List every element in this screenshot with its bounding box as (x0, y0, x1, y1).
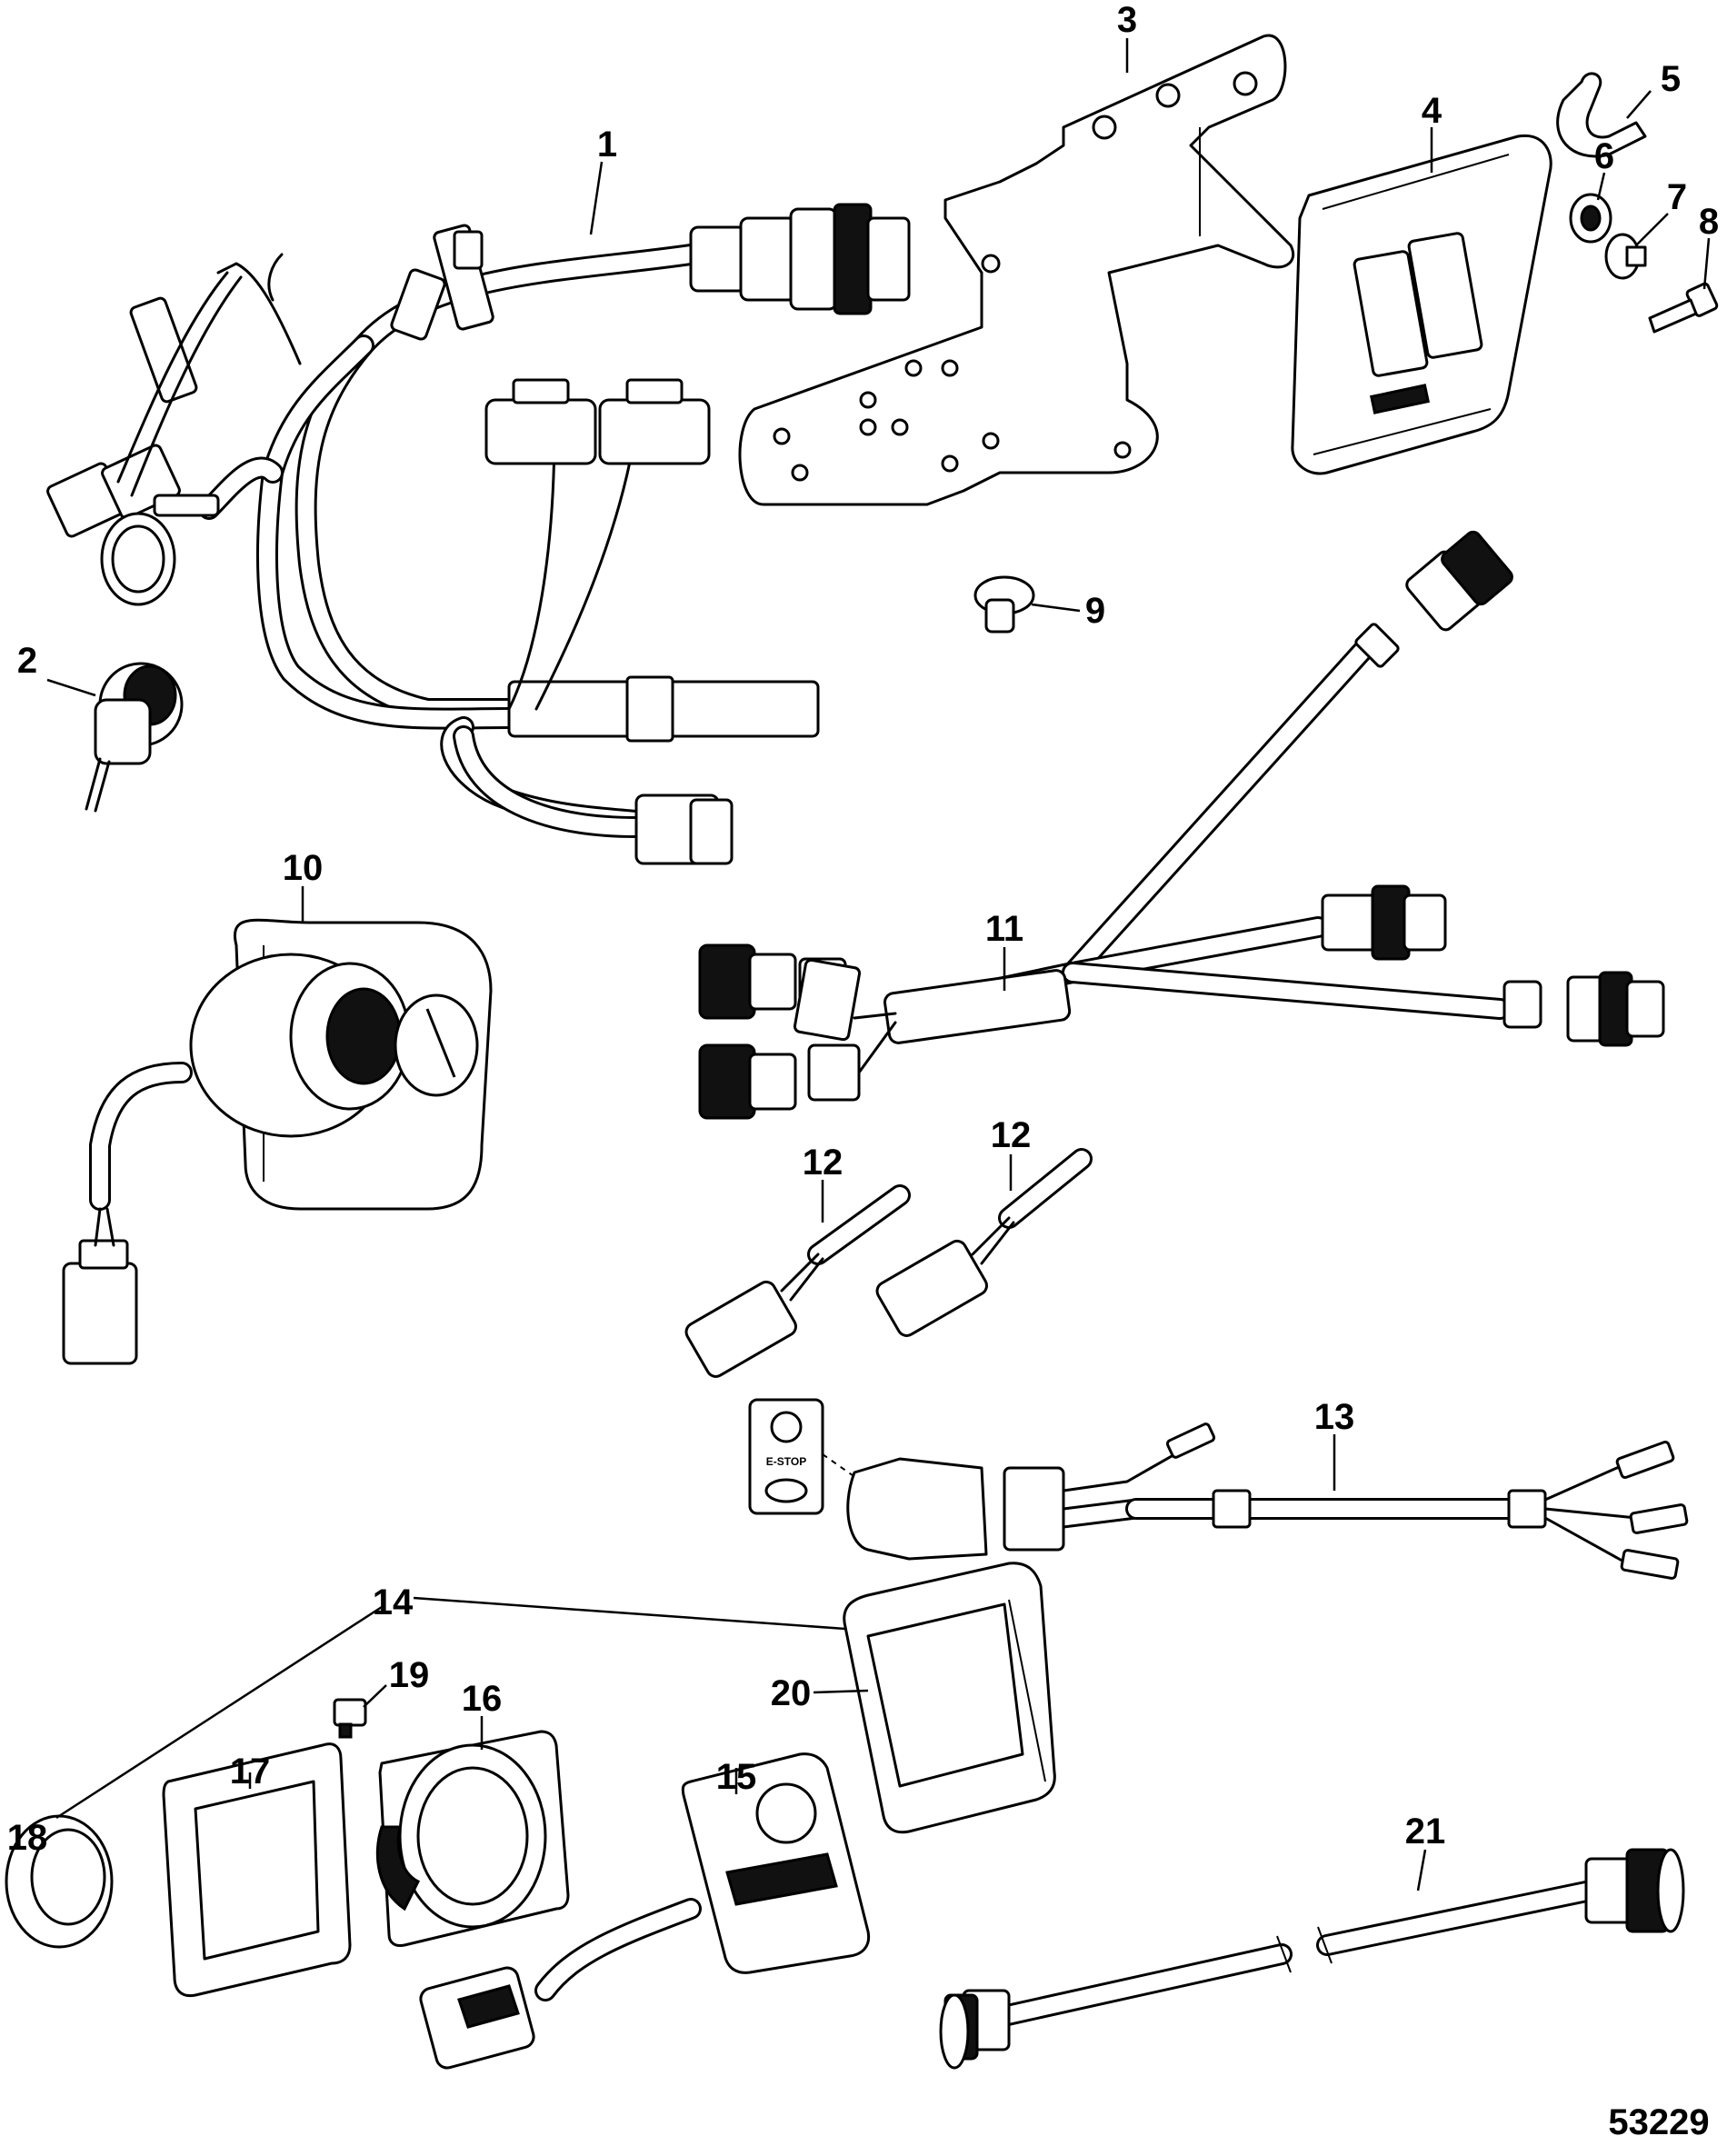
callout-12b: 12 (991, 1115, 1032, 1155)
callout-14: 14 (373, 1582, 414, 1622)
callout-1: 1 (597, 125, 617, 165)
bolt (1648, 282, 1719, 334)
callout-4: 4 (1422, 91, 1442, 131)
callout-8: 8 (1699, 202, 1719, 242)
switch-panel (419, 1752, 871, 2070)
callout-17: 17 (230, 1752, 271, 1792)
wire-clip (973, 575, 1035, 634)
callout-13: 13 (1314, 1397, 1355, 1437)
callout-20: 20 (771, 1673, 812, 1713)
pigtail-connector-b (875, 1148, 1093, 1337)
callout-labels: 1 2 3 4 5 6 7 8 9 10 11 12 12 13 14 15 1… (7, 0, 1719, 1858)
bezel-nut (5, 1814, 114, 1949)
helm-harness (698, 530, 1665, 1120)
cover-bezel (843, 1562, 1056, 1834)
e-stop-label: E-STOP (766, 1455, 806, 1468)
callout-15: 15 (716, 1757, 757, 1797)
callout-18: 18 (7, 1818, 48, 1858)
callout-7: 7 (1667, 177, 1687, 217)
callout-12a: 12 (803, 1143, 844, 1183)
p-clamp (1556, 72, 1647, 158)
leader-lines (46, 38, 1711, 1891)
mounting-bracket (738, 34, 1295, 506)
main-harness (46, 203, 911, 865)
callout-3: 3 (1117, 0, 1137, 40)
washer (1604, 233, 1647, 280)
sensor-knob (85, 662, 184, 813)
pigtail-connector-a (684, 1184, 911, 1378)
grommet (1569, 193, 1612, 244)
figure-number: 53229 (1608, 2102, 1709, 2142)
callout-2: 2 (17, 641, 37, 681)
small-clip (333, 1698, 367, 1739)
callout-6: 6 (1594, 136, 1614, 176)
gasket (162, 1742, 352, 1998)
callout-21: 21 (1405, 1812, 1446, 1852)
callout-9: 9 (1085, 591, 1105, 631)
ignition-switch (62, 918, 493, 1365)
callout-5: 5 (1661, 59, 1681, 99)
mounting-plate (375, 1730, 570, 1947)
e-stop-harness: E-STOP (748, 1398, 1689, 1580)
callout-16: 16 (462, 1679, 503, 1719)
callout-11: 11 (985, 909, 1023, 949)
extension-cable (939, 1848, 1685, 2070)
callout-10: 10 (283, 848, 324, 888)
callout-19: 19 (389, 1655, 430, 1695)
control-module (1291, 134, 1552, 475)
